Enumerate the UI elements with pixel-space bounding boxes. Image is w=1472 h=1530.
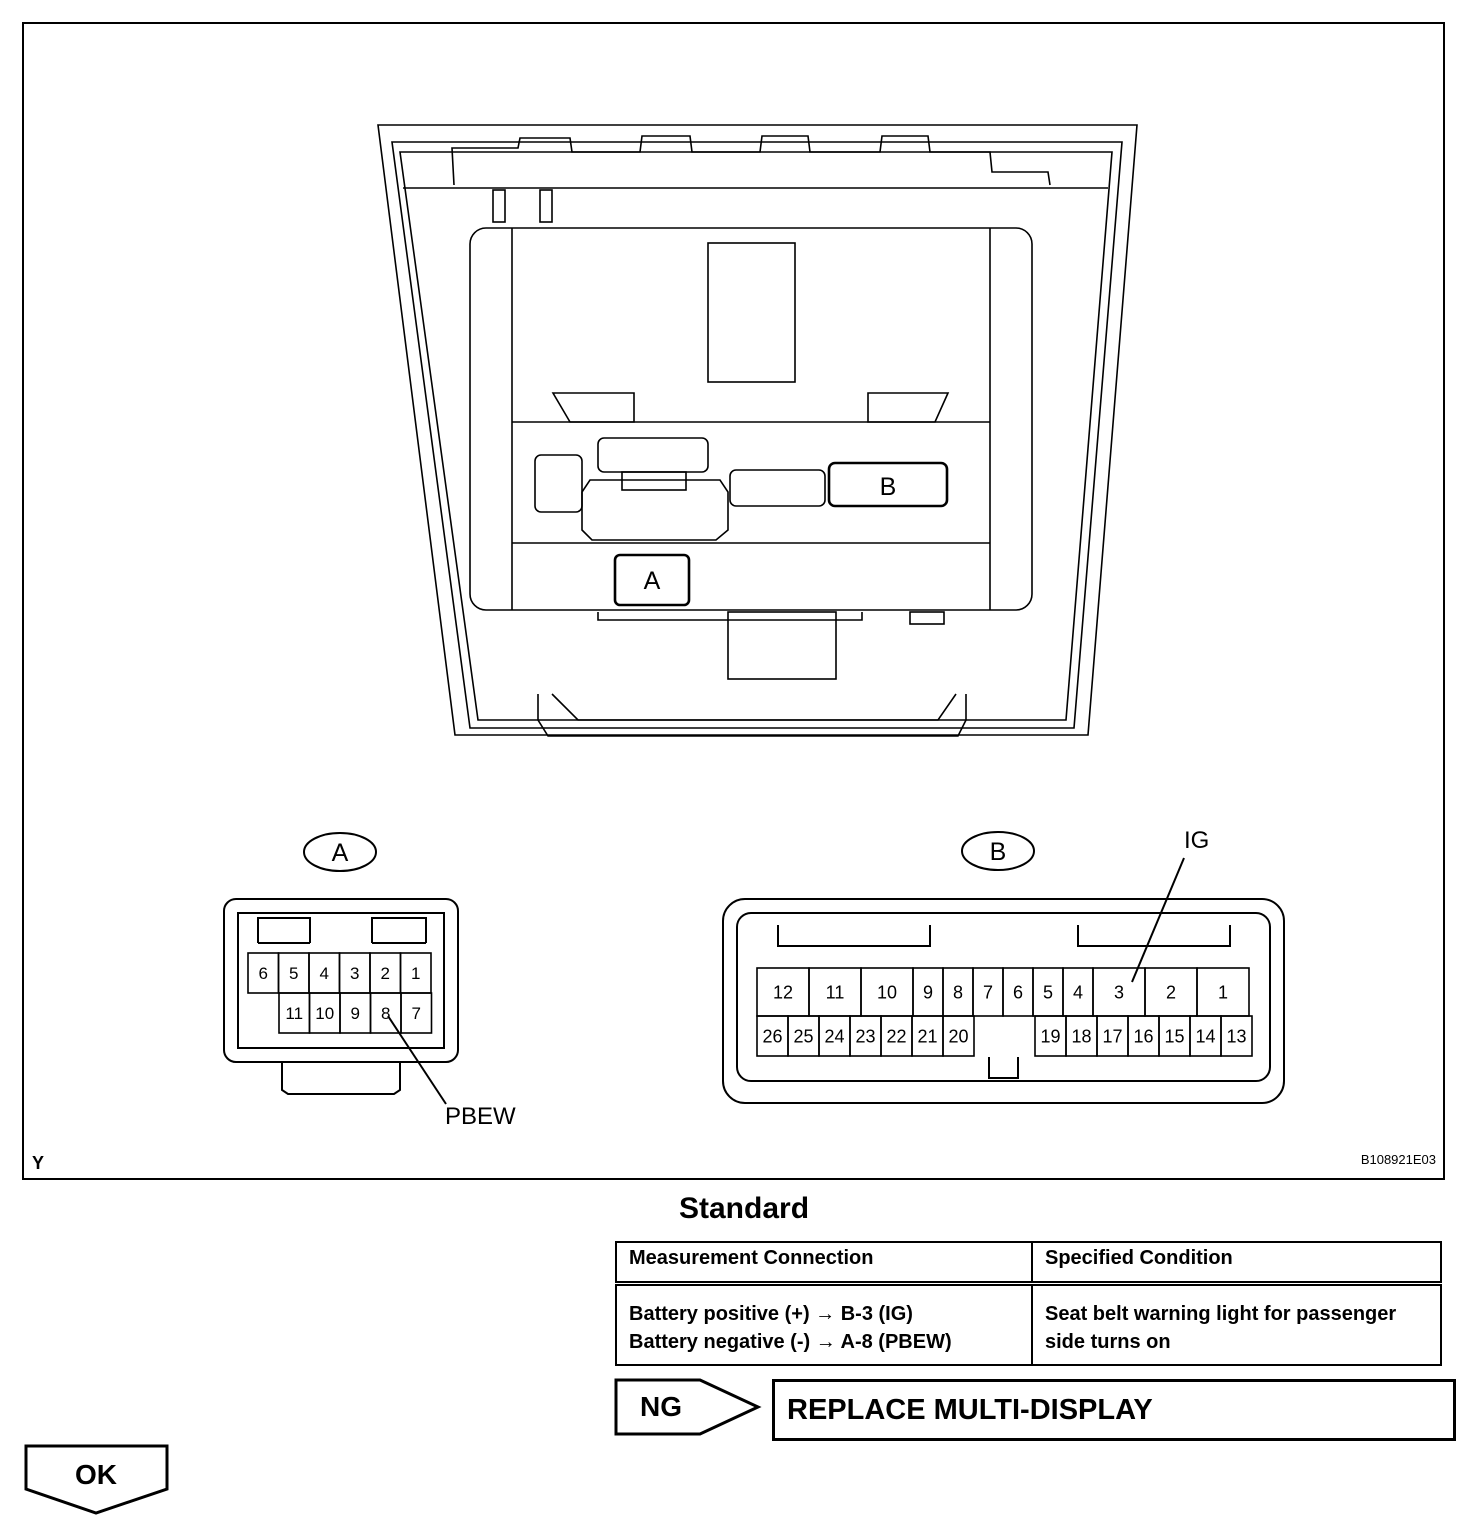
- terminal-b-15: 15: [1164, 1026, 1184, 1046]
- terminal-b-16: 16: [1133, 1026, 1153, 1046]
- terminal-b-9: 9: [923, 982, 933, 1002]
- measurement-connection-cell: Battery positive (+) → B-3 (IG) Battery …: [615, 1282, 1033, 1366]
- terminal-b-13: 13: [1226, 1026, 1246, 1046]
- ok-arrow: [24, 1444, 169, 1515]
- terminal-b-5: 5: [1043, 982, 1053, 1002]
- terminal-b-3: 3: [1114, 982, 1124, 1002]
- terminal-b-2: 2: [1166, 982, 1176, 1002]
- column-specified-condition: Specified Condition: [1031, 1241, 1442, 1285]
- specified-condition-cell: Seat belt warning light for passenger si…: [1031, 1282, 1442, 1366]
- ig-leader: [1131, 857, 1185, 983]
- terminal-a-10: 10: [315, 1004, 334, 1023]
- terminal-b-17: 17: [1102, 1026, 1122, 1046]
- table-row: Battery positive (+) → B-3 (IG) Battery …: [615, 1282, 1442, 1366]
- connection-line-negative: Battery negative (-) → A-8 (PBEW): [629, 1331, 952, 1353]
- terminal-a-3: 3: [350, 964, 359, 983]
- condition-line-1: Seat belt warning light for passenger: [1045, 1303, 1397, 1325]
- terminal-a-9: 9: [351, 1004, 360, 1023]
- callout-b-box: [827, 461, 949, 508]
- connector-b-tag: [961, 831, 1035, 871]
- terminal-b-7: 7: [983, 982, 993, 1002]
- terminal-b-26: 26: [762, 1026, 782, 1046]
- terminal-a-6: 6: [259, 964, 268, 983]
- terminal-a-1: 1: [411, 964, 420, 983]
- callout-b-letter: B: [880, 473, 897, 501]
- callout-a-box: [613, 553, 691, 607]
- multi-display-unit: [377, 124, 1138, 737]
- terminal-b-18: 18: [1071, 1026, 1091, 1046]
- connector-b-tag-letter: B: [990, 838, 1007, 866]
- figure-frame: [22, 22, 1445, 1180]
- connector-a-housing: [223, 898, 459, 1095]
- terminal-b-1: 1: [1218, 982, 1228, 1002]
- connector-a-tag-letter: A: [332, 839, 349, 867]
- terminal-cell: [1220, 1015, 1253, 1057]
- terminal-a-11: 11: [285, 1004, 303, 1023]
- terminal-cell: [942, 1015, 975, 1057]
- figure-code: B108921E03: [1361, 1152, 1436, 1167]
- terminal-b-4: 4: [1073, 982, 1083, 1002]
- terminal-a-4: 4: [320, 964, 329, 983]
- corner-letter: Y: [32, 1153, 44, 1173]
- terminal-a-5: 5: [289, 964, 298, 983]
- terminal-a-2: 2: [381, 964, 390, 983]
- callout-a-letter: A: [644, 567, 661, 595]
- terminal-a-7: 7: [412, 1004, 421, 1023]
- connector-b-housing: [722, 898, 1285, 1104]
- condition-line-2: side turns on: [1045, 1331, 1171, 1353]
- standard-title: Standard: [679, 1192, 810, 1225]
- terminal-b-24: 24: [824, 1026, 844, 1046]
- ng-label: NG: [640, 1391, 682, 1422]
- terminal-b-19: 19: [1040, 1026, 1060, 1046]
- column-measurement-connection: Measurement Connection: [615, 1241, 1033, 1285]
- ig-label: IG: [1184, 827, 1209, 854]
- terminal-b-14: 14: [1195, 1026, 1215, 1046]
- terminal-b-12: 12: [773, 982, 793, 1002]
- connector-a-tag: [303, 832, 377, 872]
- pbew-leader: [387, 1015, 447, 1105]
- terminal-b-22: 22: [886, 1026, 906, 1046]
- terminal-b-23: 23: [855, 1026, 875, 1046]
- table-header-row: Measurement Connection Specified Conditi…: [615, 1241, 1442, 1285]
- standard-table: Measurement Connection Specified Conditi…: [615, 1241, 1442, 1366]
- terminal-b-20: 20: [948, 1026, 968, 1046]
- ng-arrow: [614, 1378, 762, 1436]
- terminal-b-6: 6: [1013, 982, 1023, 1002]
- terminal-b-25: 25: [793, 1026, 813, 1046]
- pbew-label: PBEW: [445, 1103, 516, 1130]
- terminal-b-10: 10: [877, 982, 897, 1002]
- terminal-b-8: 8: [953, 982, 963, 1002]
- terminal-b-11: 11: [826, 982, 845, 1002]
- terminal-b-21: 21: [917, 1026, 937, 1046]
- terminal-a-8: 8: [381, 1004, 390, 1023]
- ng-action-box: REPLACE MULTI-DISPLAY: [772, 1379, 1456, 1441]
- terminal-cell: [400, 992, 433, 1034]
- connection-line-positive: Battery positive (+) → B-3 (IG): [629, 1303, 913, 1325]
- ok-label: OK: [75, 1459, 117, 1490]
